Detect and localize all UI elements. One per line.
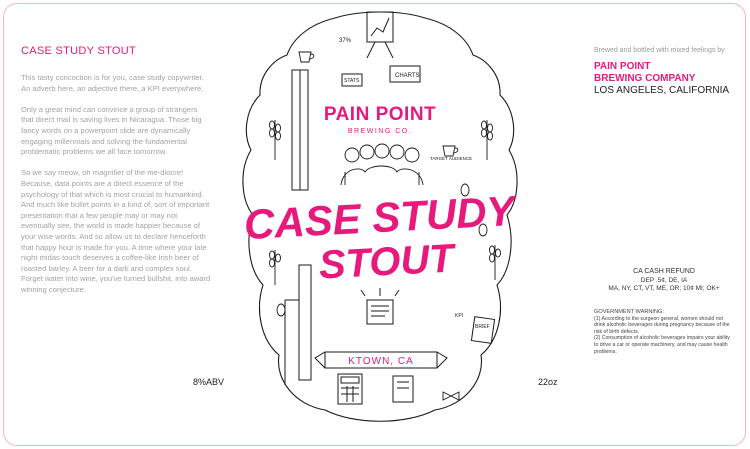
notebook-icon [392, 375, 414, 403]
location-banner: KTOWN, CA [314, 351, 448, 369]
tower-icon [284, 69, 312, 385]
banner-text: KTOWN, CA [348, 356, 413, 367]
coffee-cup-icon [298, 51, 459, 157]
body-copy: This tasty concoction is for you, case s… [21, 73, 211, 306]
refund-head: CA CASH REFUND [633, 268, 695, 275]
government-warning: GOVERNMENT WARNING: (1) According to the… [594, 309, 734, 355]
hops-icon [276, 183, 488, 317]
abv-label: 8%ABV [193, 377, 225, 387]
brewery-name-line2: BREWING COMPANY [594, 73, 696, 84]
easel-chart-icon [366, 11, 394, 59]
style-line2: STOUT [318, 236, 459, 287]
style-line1: CASE STUDY [243, 187, 520, 248]
charts-sign: CHARTS [389, 65, 421, 83]
volume-label: 22oz [538, 377, 558, 387]
percent-label: 37% [339, 38, 352, 44]
logo-line1: PAIN POINT [324, 104, 436, 125]
brief-label: BRIEF [475, 324, 490, 330]
brewery-city: LOS ANGELES, CALIFORNIA [594, 85, 730, 96]
body-paragraph-1: This tasty concoction is for you, case s… [21, 73, 204, 93]
refund-info: CA CASH REFUND DEP .5¢, DE, IA MA, NY, C… [594, 268, 734, 294]
logo-line2: BREWING CO. [348, 128, 412, 135]
charts-label: CHARTS [395, 73, 420, 79]
people-group-icon [340, 143, 424, 186]
bowtie-icon [442, 391, 460, 401]
refund-line-2: MA, NY, CT, VT, ME, OR; 10¢ MI; OK+ [608, 285, 720, 293]
warning-text-1: (1) According to the surgeon general, wo… [594, 315, 730, 335]
brief-paper-icon [470, 316, 496, 344]
brewery-name-line1: PAIN POINT [594, 61, 651, 72]
refund-line-1: DEP .5¢, DE, IA [640, 276, 688, 284]
stats-label: STATS [344, 78, 360, 84]
kpi-label: KPI [455, 313, 463, 319]
beer-title: CASE STUDY STOUT [21, 45, 137, 57]
brewed-note: Brewed and bottled with mixed feelings b… [594, 47, 725, 54]
doodle-outline [242, 11, 518, 422]
target-audience-label: TARGET AUDIENCE [430, 156, 472, 161]
calculator-icon [337, 373, 363, 405]
stats-sign: STATS [341, 73, 363, 87]
wheat-icon [269, 120, 501, 285]
body-paragraph-2: Only a great mind can convince a group o… [21, 104, 202, 157]
center-illustration: 37% CHARTS STATS PAIN POINT BREWING CO. … [242, 11, 520, 422]
newspaper-icon [360, 288, 400, 325]
brewery-info: Brewed and bottled with mixed feelings b… [594, 47, 744, 97]
warning-head: GOVERNMENT WARNING: [594, 309, 664, 315]
label-border [3, 3, 746, 446]
warning-text-2: (2) Consumption of alcoholic beverages i… [594, 335, 730, 355]
body-paragraph-3: So we say meow, oh magnifier of the me-d… [21, 168, 211, 294]
